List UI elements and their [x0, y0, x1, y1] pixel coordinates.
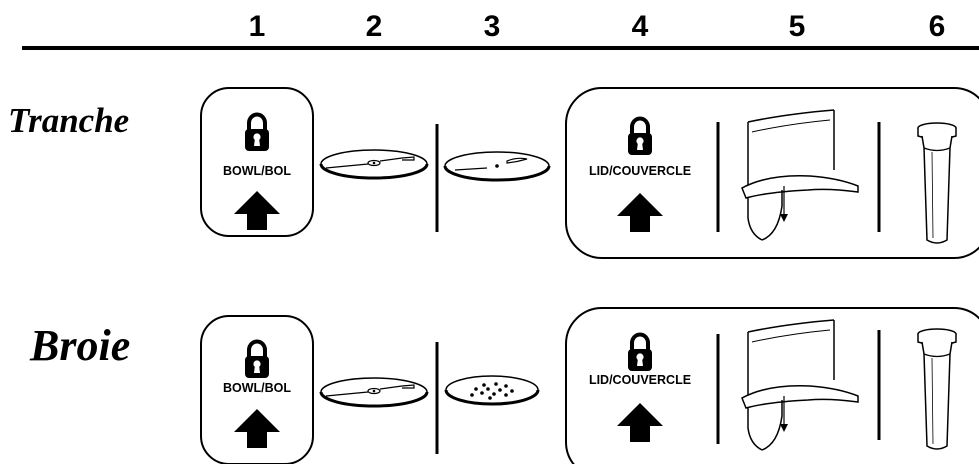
lid-label: LID/COUVERCLE	[589, 373, 691, 387]
step-number-4: 4	[632, 10, 649, 43]
bowl-label: BOWL/BOL	[223, 164, 291, 178]
row-broie: Broie BOWL/BOL LID/COUVERCLE	[29, 307, 979, 464]
row-title: Tranche	[8, 101, 129, 140]
bowl-label: BOWL/BOL	[223, 381, 291, 395]
disc-stem-icon	[319, 148, 429, 180]
row-title: Broie	[29, 321, 130, 370]
step-number-6: 6	[929, 10, 946, 43]
lid-panel	[565, 87, 979, 259]
lid-panel	[565, 307, 979, 464]
step-number-1: 1	[249, 10, 266, 43]
disc-stem-icon	[319, 376, 429, 408]
lid-label: LID/COUVERCLE	[589, 164, 691, 178]
bowl-panel	[200, 315, 314, 464]
bowl-panel	[200, 87, 314, 237]
row-tranche: Tranche BOWL/BOL LID/COUVERCLE	[8, 87, 979, 259]
step-number-3: 3	[484, 10, 501, 43]
step-number-5: 5	[789, 10, 806, 43]
slicing-disc-icon	[443, 150, 551, 182]
shredding-disc-icon	[444, 374, 540, 406]
step-number-2: 2	[366, 10, 383, 43]
